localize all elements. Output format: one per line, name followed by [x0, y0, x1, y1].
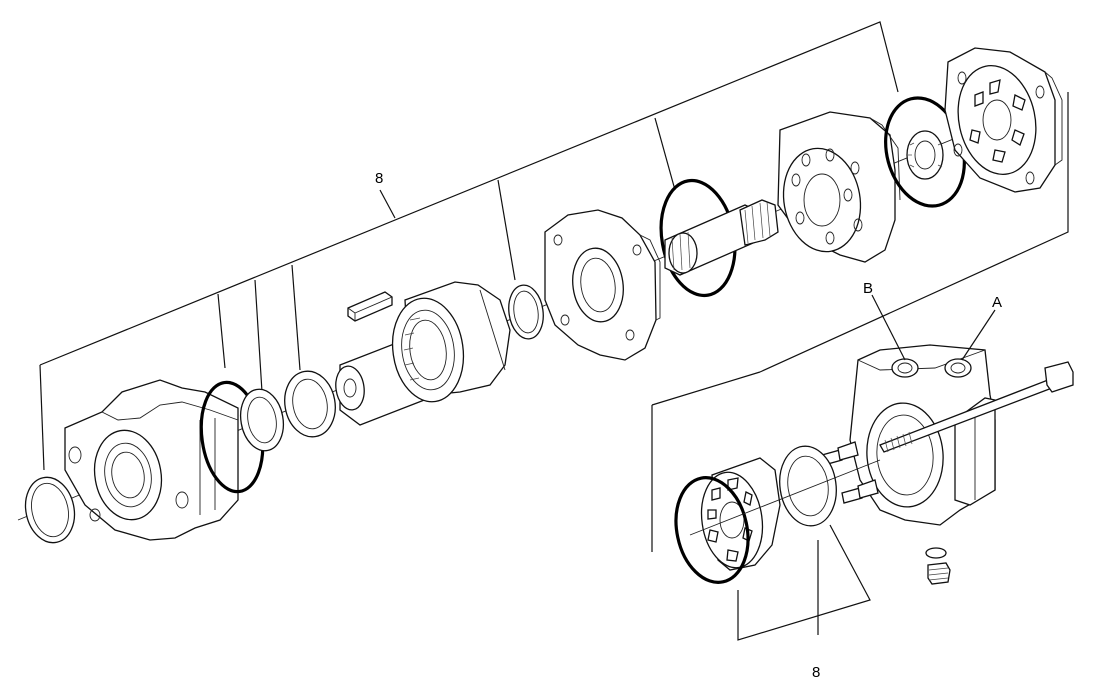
kit-bracket-bottom: [737, 524, 871, 641]
port-b-label: B: [863, 280, 873, 297]
housing-bolt: [879, 361, 1074, 453]
seal-ring-small: [508, 284, 544, 340]
assembly-frame-right: [651, 92, 1069, 552]
port-b-leader: [871, 294, 906, 361]
mounting-flange-housing: [64, 379, 239, 541]
gerotor-housing: [777, 111, 901, 263]
port-housing: [849, 344, 996, 526]
washer-ring-2: [284, 370, 336, 438]
o-ring-rotor: [674, 476, 750, 584]
kit-bracket-top: [39, 21, 899, 471]
bearing-housing-plate: [544, 209, 661, 361]
drain-plug: [925, 547, 951, 585]
shaft-key: [347, 291, 393, 322]
rotor-set: [700, 457, 781, 571]
seal-ring-left: [24, 476, 76, 544]
drive-shaft-splined: [664, 199, 779, 276]
spline-gear-small: [906, 130, 944, 180]
port-a-label: A: [992, 294, 1002, 311]
kit-number-label-top: 8: [375, 170, 383, 187]
rotor-axis-line: [689, 459, 881, 536]
port-a-leader: [961, 309, 996, 361]
kit-number-label-bottom: 8: [812, 664, 820, 681]
output-shaft-bearing: [335, 281, 511, 426]
washer-ring-1: [239, 388, 285, 452]
thrust-washer: [779, 445, 837, 527]
end-cover-plate: [944, 47, 1063, 193]
